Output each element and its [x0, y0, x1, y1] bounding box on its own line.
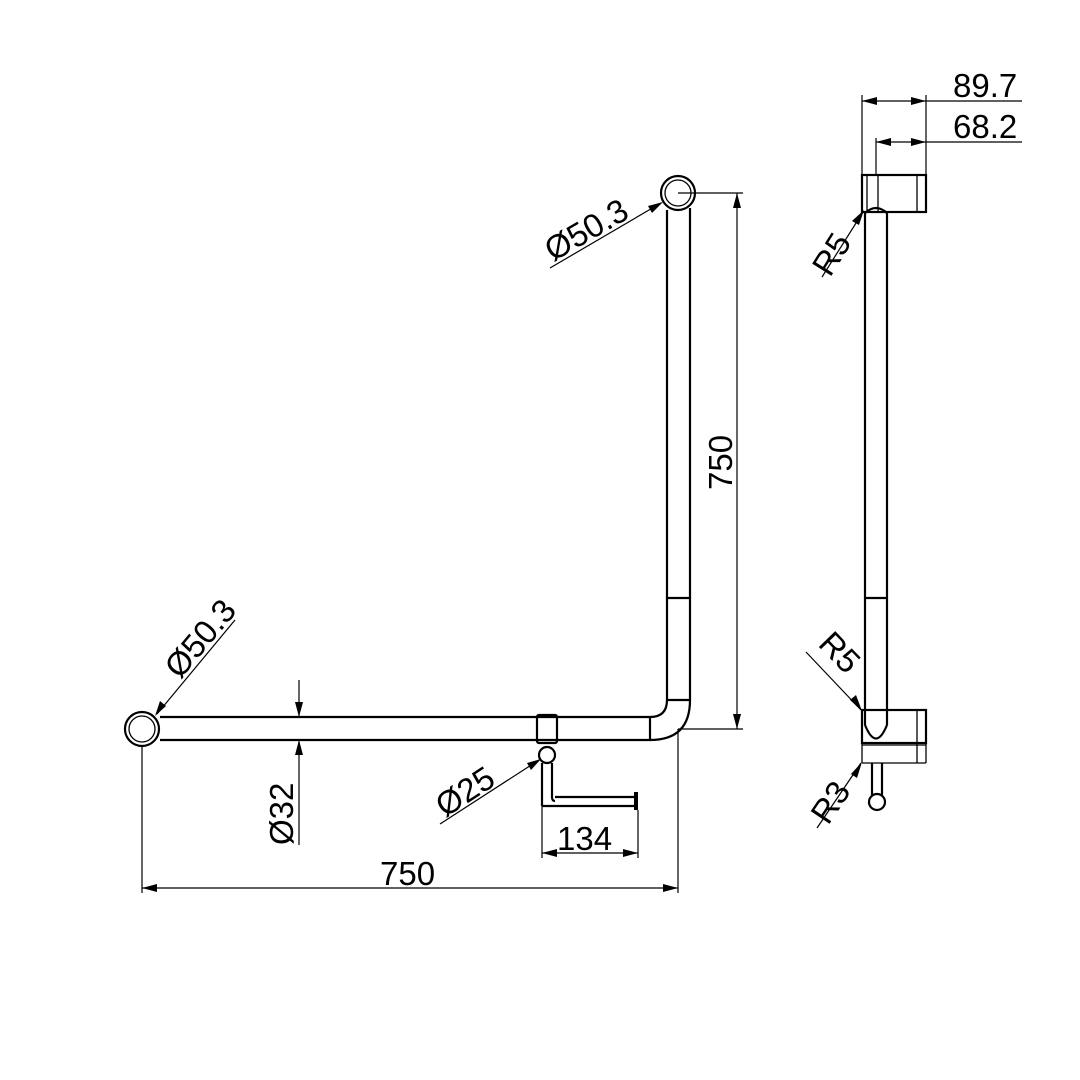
label-holder-diameter: Ø25	[429, 759, 501, 824]
label-height: 750	[702, 435, 739, 490]
horizontal-tube	[160, 715, 650, 742]
toilet-roll-holder	[537, 745, 638, 810]
dim-tube-diameter: Ø32	[263, 680, 303, 845]
dim-left-flange: Ø50.3	[155, 592, 243, 716]
dim-flange-depth-outer: 89.7	[861, 67, 1022, 175]
side-tube	[863, 206, 889, 740]
side-top-flange	[860, 173, 928, 214]
label-holder-length: 134	[557, 820, 612, 857]
label-width: 750	[380, 855, 435, 892]
label-tube-diameter: Ø32	[263, 783, 300, 845]
dim-radius-holder: R3	[803, 762, 862, 830]
dim-radius-bottom: R5	[805, 624, 868, 711]
dim-height: 750	[678, 192, 743, 730]
vertical-tube	[665, 208, 692, 702]
side-holder-rod	[867, 763, 887, 812]
dim-width: 750	[141, 729, 679, 893]
left-flange	[123, 710, 161, 748]
label-radius-top: R5	[805, 226, 859, 281]
dim-flange-depth-inner: 68.2	[875, 108, 1022, 175]
dim-radius-top: R5	[805, 210, 864, 282]
label-radius-bottom: R5	[812, 624, 868, 680]
label-flange-depth-inner: 68.2	[953, 108, 1017, 145]
dim-top-flange: Ø50.3	[538, 191, 663, 269]
label-radius-holder: R3	[803, 774, 857, 830]
label-flange-depth-outer: 89.7	[953, 67, 1017, 104]
holder-sleeve	[535, 713, 559, 745]
dim-holder-diameter: Ø25	[429, 759, 541, 825]
elbow-bend	[648, 699, 692, 742]
label-top-flange-diameter: Ø50.3	[538, 191, 634, 268]
dim-holder-length: 134	[541, 806, 639, 858]
label-left-flange-diameter: Ø50.3	[157, 592, 243, 685]
side-view: 89.7 68.2 R5 R5 R3	[803, 67, 1022, 830]
front-view: Ø50.3 Ø50.3 Ø32 Ø25 1	[123, 174, 743, 893]
